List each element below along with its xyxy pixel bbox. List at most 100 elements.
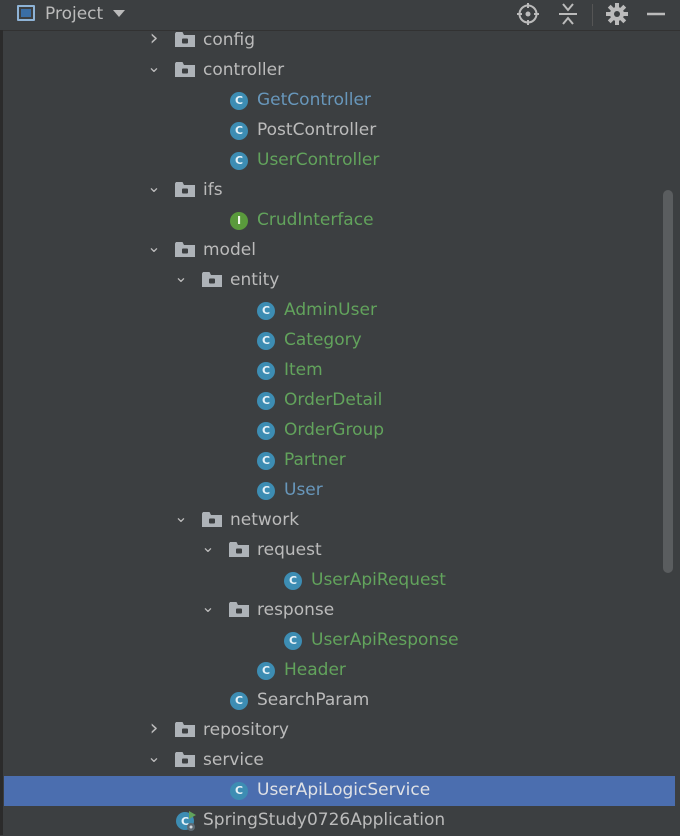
chevron-down-icon[interactable]: ⌄ xyxy=(147,57,161,76)
tree-file-row[interactable]: C UserApiResponse xyxy=(0,626,680,656)
class-icon: C xyxy=(257,662,275,680)
tree-file-row[interactable]: C GetController xyxy=(0,86,680,116)
toolbar-separator xyxy=(592,4,593,26)
tree-item-label: User xyxy=(284,480,323,500)
class-icon: C xyxy=(284,632,302,650)
chevron-down-icon[interactable]: ⌄ xyxy=(147,747,161,766)
panel-left-edge xyxy=(0,30,3,835)
tree-item-label: PostController xyxy=(257,120,377,140)
tree-file-row[interactable]: C User xyxy=(0,476,680,506)
class-icon: C xyxy=(257,452,275,470)
tree-file-row[interactable]: C UserApiLogicService xyxy=(4,776,675,806)
package-folder-icon xyxy=(175,722,195,737)
class-icon: C xyxy=(230,782,248,800)
tree-folder-row[interactable]: ⌄entity xyxy=(0,266,680,296)
tree-item-label: controller xyxy=(203,60,285,80)
tree-item-label: repository xyxy=(203,720,289,740)
tree-file-row[interactable]: C Item xyxy=(0,356,680,386)
tree-file-row[interactable]: C UserController xyxy=(0,146,680,176)
chevron-down-icon[interactable]: ⌄ xyxy=(174,507,188,526)
svg-text:C: C xyxy=(181,815,189,828)
minimize-icon[interactable] xyxy=(644,2,668,26)
tree-folder-row[interactable]: ⌄ ifs xyxy=(0,176,680,206)
tree-file-row[interactable]: C SpringStudy0726Application xyxy=(0,806,680,836)
spring-boot-app-icon: C xyxy=(176,811,196,831)
tree-item-label: UserApiResponse xyxy=(311,630,459,650)
tree-item-label: UserApiLogicService xyxy=(257,780,431,800)
tree-folder-row[interactable]: ⌄ controller xyxy=(0,56,680,86)
tree-item-label: UserApiRequest xyxy=(311,570,446,590)
tree-item-label: UserController xyxy=(257,150,380,170)
class-icon: C xyxy=(257,482,275,500)
package-folder-icon xyxy=(175,752,195,767)
tree-item-label: Item xyxy=(284,360,323,380)
project-icon xyxy=(17,5,35,21)
chevron-right-icon[interactable]: › xyxy=(149,716,159,741)
tree-folder-row[interactable]: ⌄ request xyxy=(0,536,680,566)
package-folder-icon xyxy=(175,62,195,77)
tree-file-row[interactable]: C Category xyxy=(0,326,680,356)
tree-file-row[interactable]: C AdminUser xyxy=(0,296,680,326)
tree-item-label: SearchParam xyxy=(257,690,370,710)
tree-item-label: AdminUser xyxy=(284,300,377,320)
tree-item-label: OrderDetail xyxy=(284,390,383,410)
chevron-down-icon[interactable]: ⌄ xyxy=(147,237,161,256)
chevron-down-icon[interactable]: ⌄ xyxy=(201,537,215,556)
package-folder-icon xyxy=(175,242,195,257)
tree-folder-row[interactable]: ⌄ network xyxy=(0,506,680,536)
tree-file-row[interactable]: C Partner xyxy=(0,446,680,476)
tree-folder-row[interactable]: ⌄ response xyxy=(0,596,680,626)
locate-icon[interactable] xyxy=(516,2,540,26)
panel-title[interactable]: Project xyxy=(45,4,104,24)
tree-folder-row[interactable]: ›config xyxy=(0,26,680,56)
tree-file-row[interactable]: C UserApiRequest xyxy=(0,566,680,596)
chevron-right-icon[interactable]: › xyxy=(149,26,159,51)
tree-folder-row[interactable]: ⌄model xyxy=(0,236,680,266)
class-icon: C xyxy=(257,332,275,350)
tree-file-row[interactable]: C OrderDetail xyxy=(0,386,680,416)
tree-item-label: SpringStudy0726Application xyxy=(203,810,446,830)
chevron-down-icon[interactable]: ⌄ xyxy=(147,177,161,196)
tree-file-row[interactable]: I CrudInterface xyxy=(0,206,680,236)
tree-item-label: response xyxy=(257,600,335,620)
chevron-down-icon[interactable]: ⌄ xyxy=(174,267,188,286)
package-folder-icon xyxy=(202,272,222,287)
collapse-all-icon[interactable] xyxy=(556,2,580,26)
project-tool-window-header: Project xyxy=(0,0,680,31)
tree-item-label: ifs xyxy=(203,180,223,200)
package-folder-icon xyxy=(202,512,222,527)
class-icon: C xyxy=(257,422,275,440)
tree-file-row[interactable]: C SearchParam xyxy=(0,686,680,716)
tree-file-row[interactable]: C Header xyxy=(0,656,680,686)
class-icon: C xyxy=(230,692,248,710)
class-icon: C xyxy=(257,392,275,410)
class-icon: C xyxy=(230,152,248,170)
class-icon: C xyxy=(257,302,275,320)
tree-item-label: OrderGroup xyxy=(284,420,385,440)
class-icon: C xyxy=(230,92,248,110)
tree-item-label: Partner xyxy=(284,450,346,470)
tree-item-label: Category xyxy=(284,330,362,350)
class-icon: C xyxy=(257,362,275,380)
package-folder-icon xyxy=(175,32,195,47)
chevron-down-icon[interactable]: ⌄ xyxy=(201,597,215,616)
package-folder-icon xyxy=(229,542,249,557)
chevron-down-icon[interactable] xyxy=(113,10,125,17)
tree-item-label: network xyxy=(230,510,300,530)
tree-item-label: CrudInterface xyxy=(257,210,374,230)
class-icon: C xyxy=(284,572,302,590)
tree-folder-row[interactable]: › repository xyxy=(0,716,680,746)
tree-item-label: request xyxy=(257,540,322,560)
tree-item-label: service xyxy=(203,750,264,770)
tree-file-row[interactable]: C OrderGroup xyxy=(0,416,680,446)
gear-icon[interactable] xyxy=(605,2,629,26)
tree-item-label: Header xyxy=(284,660,346,680)
tree-folder-row[interactable]: ⌄ service xyxy=(0,746,680,776)
tree-item-label: GetController xyxy=(257,90,371,110)
package-folder-icon xyxy=(229,602,249,617)
package-folder-icon xyxy=(175,182,195,197)
interface-icon: I xyxy=(230,212,248,230)
vertical-scrollbar[interactable] xyxy=(663,190,673,573)
